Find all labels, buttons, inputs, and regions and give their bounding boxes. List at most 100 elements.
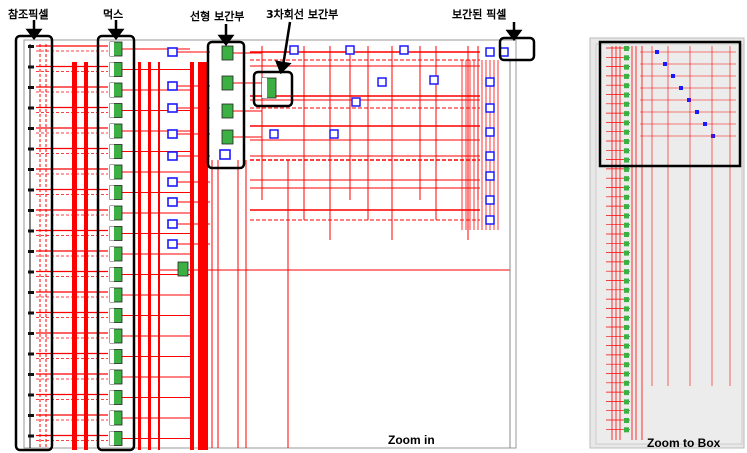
interpolated-pixel-label: 보간된 픽셀: [452, 8, 507, 21]
overview-mux: [624, 139, 629, 144]
overview-mux: [624, 157, 629, 163]
ref-pin: [28, 106, 34, 110]
overview-mux: [624, 73, 629, 79]
overview-mux: [624, 92, 629, 98]
overview-gate: [679, 86, 683, 90]
mux-block-highlight: [110, 185, 114, 200]
overview-mux: [624, 306, 629, 312]
gate-block: [485, 127, 495, 137]
bus-bar: [198, 62, 204, 450]
ref-pin: [28, 147, 34, 151]
overview-mux: [624, 418, 629, 423]
ref-pin: [28, 188, 34, 192]
linear-interp-label: 선형 보간부: [190, 10, 245, 23]
mux-block-highlight: [110, 431, 114, 446]
interpolated-pixel-highlight-box: [498, 36, 536, 62]
bus-bar: [72, 62, 77, 450]
overview-mux: [624, 399, 629, 405]
blue-block: [167, 129, 178, 139]
bus-bar: [190, 62, 194, 450]
mux-block-highlight: [110, 103, 114, 118]
mux-label: 먹스: [103, 8, 124, 21]
overview-mux: [624, 176, 629, 182]
cubic-interp-label: 3차회선 보간부: [266, 8, 339, 21]
overview-mux: [624, 269, 629, 275]
gate-block: [351, 97, 361, 107]
blue-block: [167, 81, 178, 91]
blue-block: [167, 239, 178, 249]
overview-gate: [687, 98, 691, 102]
bus-bar: [148, 62, 151, 450]
overview-mux: [624, 343, 629, 349]
mux-block-highlight: [110, 83, 114, 97]
ref-pin: [28, 311, 34, 315]
overview-mux: [624, 408, 629, 414]
overview-mux: [624, 120, 629, 126]
blue-block: [167, 197, 178, 207]
gate-block: [345, 45, 355, 55]
blue-block: [167, 103, 178, 113]
ref-pin: [28, 373, 34, 376]
ref-pin: [28, 291, 34, 294]
overview-mux: [624, 325, 629, 330]
gate-block: [485, 215, 495, 225]
mux-block-highlight: [110, 411, 114, 425]
overview-mux: [624, 166, 629, 172]
overview-mux: [624, 371, 629, 377]
overview-mux: [624, 213, 629, 219]
overview-mux: [624, 334, 629, 340]
linear-interp-block: [221, 129, 234, 145]
overview-mux: [624, 204, 629, 210]
overview-mux: [624, 427, 629, 433]
blue-block: [167, 47, 178, 57]
wire-layer: [29, 44, 511, 450]
gate-block: [485, 195, 495, 205]
overview-mux: [624, 278, 629, 284]
overview-mux: [624, 297, 629, 303]
ref-pin: [28, 352, 34, 356]
overview-mux: [624, 46, 629, 51]
overview-mux: [624, 287, 629, 293]
mux-block-highlight: [110, 329, 114, 343]
zoom-box: [598, 40, 742, 168]
gate-block: [429, 75, 439, 85]
callout-arrows: [25, 20, 523, 75]
gate-block: [269, 129, 279, 139]
ref-pin: [28, 65, 34, 69]
ref-pin: [28, 393, 34, 397]
blue-block: [219, 149, 231, 160]
overview-mux: [624, 185, 629, 191]
overview-mux: [624, 315, 629, 321]
gate-block: [377, 77, 387, 87]
zoom-in-caption: Zoom in: [388, 433, 435, 447]
overview-mux: [624, 55, 629, 61]
mux-block-highlight: [110, 390, 114, 405]
mux-block-highlight: [110, 370, 114, 384]
overview-mux: [624, 148, 629, 154]
gate-block: [329, 129, 339, 139]
gate-block: [399, 45, 409, 55]
gate-block: [485, 77, 495, 87]
gate-block: [289, 45, 299, 55]
overview-mux: [624, 222, 629, 228]
gate-block: [485, 103, 495, 113]
overview-gate: [671, 74, 675, 78]
reference-pixel-label: 참조픽셀: [8, 8, 49, 21]
mux-block-highlight: [110, 226, 114, 241]
ref-pin: [28, 127, 34, 130]
schematic-frame: [23, 39, 517, 449]
overview-mux: [624, 101, 629, 107]
overview-mux: [624, 194, 629, 200]
mux-block-highlight: [110, 144, 114, 159]
ref-pin: [28, 86, 34, 89]
overview-wire-layer: [606, 46, 736, 440]
zoom-to-box-caption: Zoom to Box: [647, 436, 721, 450]
mux-block-highlight: [110, 206, 114, 220]
ref-pin: [28, 270, 34, 274]
gate-block: [485, 47, 495, 57]
overview-mux: [624, 250, 629, 256]
overview-mux: [624, 111, 629, 117]
mux-block-highlight: [110, 165, 114, 179]
blue-block: [167, 177, 178, 187]
